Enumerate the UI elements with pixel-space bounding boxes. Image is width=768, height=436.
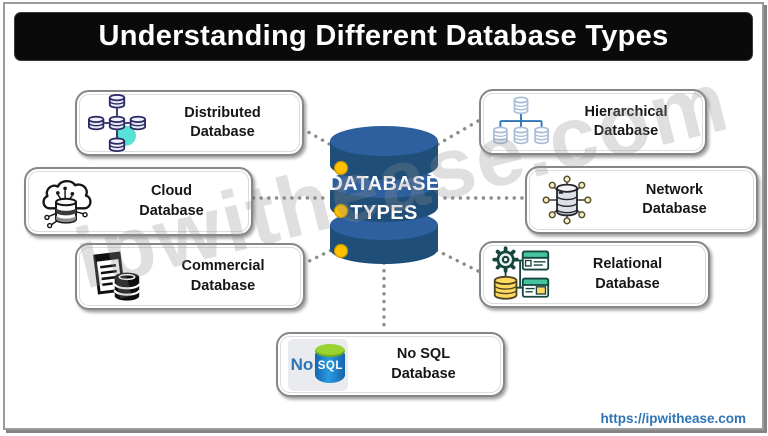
nosql-cylinder: SQL <box>315 343 346 386</box>
website-url-link[interactable]: https://ipwithease.com <box>600 411 746 426</box>
network-database-icon <box>535 171 599 229</box>
page-title: Understanding Different Database Types <box>98 20 669 52</box>
commercial-database-icon <box>85 248 149 306</box>
yellow-dots <box>333 160 349 259</box>
nosql-sql-text: SQL <box>317 359 343 372</box>
hierarchical-database-icon <box>489 96 553 148</box>
nosql-database-icon: No SQL <box>286 338 350 391</box>
relational-database-icon <box>489 245 553 304</box>
cloud-database-icon <box>34 174 98 230</box>
cylinder-graphic <box>330 126 438 264</box>
distributed-database-icon <box>85 94 149 152</box>
title-bar: Understanding Different Database Types <box>14 12 753 61</box>
nosql-no-text: No <box>290 354 314 374</box>
